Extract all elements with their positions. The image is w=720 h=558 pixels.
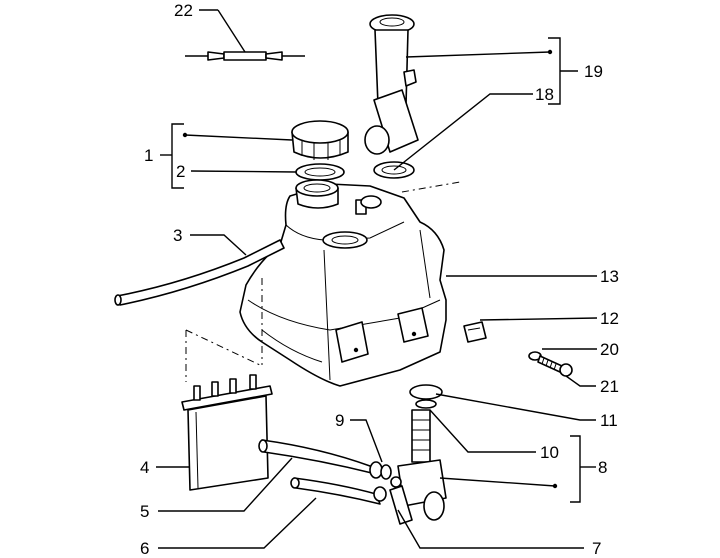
part-20-21-screw-washer xyxy=(528,351,573,377)
callout-20: 20 xyxy=(600,340,619,359)
part-1-tank-cap xyxy=(291,120,349,160)
part-6-hose xyxy=(290,477,381,505)
part-4-bracket xyxy=(181,374,273,491)
leader-lines xyxy=(156,9,598,549)
callout-4: 4 xyxy=(140,458,149,477)
callout-13: 13 xyxy=(600,267,619,286)
part-11-ring xyxy=(409,384,443,409)
callout-3: 3 xyxy=(173,226,182,245)
callout-2: 2 xyxy=(176,162,185,181)
part-3-vent-hose xyxy=(114,239,285,306)
callout-9: 9 xyxy=(335,411,344,430)
part-12-clip xyxy=(463,321,487,343)
part-2-cap-gasket xyxy=(295,163,345,181)
part-9-hose-clamp xyxy=(369,461,392,502)
callout-22: 22 xyxy=(174,1,193,20)
callout-6: 6 xyxy=(140,539,149,558)
part-22-fuse-wire xyxy=(185,51,305,61)
callout-18: 18 xyxy=(535,85,554,104)
part-19-filler-neck xyxy=(364,14,419,155)
callout-19: 19 xyxy=(584,62,603,81)
callout-7: 7 xyxy=(592,539,601,558)
part-8-fuel-tap xyxy=(389,409,447,525)
alignment-dashed-lines xyxy=(185,181,461,382)
callout-11: 11 xyxy=(600,411,618,430)
callout-21: 21 xyxy=(600,377,619,396)
callout-1: 1 xyxy=(144,146,153,165)
callout-10: 10 xyxy=(540,443,559,462)
callout-labels: 22 19 18 1 2 3 13 12 20 21 11 9 10 4 8 5… xyxy=(140,1,619,558)
part-13-fuel-tank xyxy=(239,179,447,387)
part-5-hose xyxy=(258,439,377,475)
callout-12: 12 xyxy=(600,309,619,328)
callout-8: 8 xyxy=(598,458,607,477)
callout-5: 5 xyxy=(140,502,149,521)
